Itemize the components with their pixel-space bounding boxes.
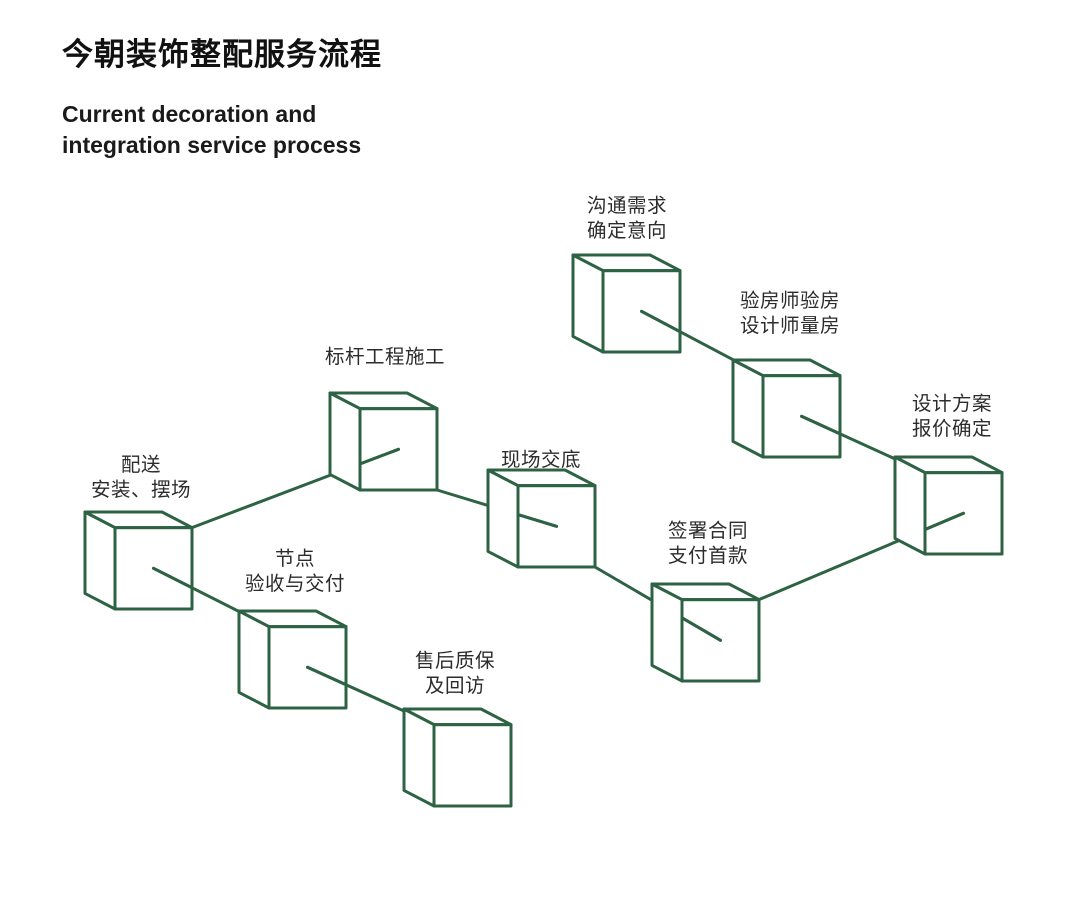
cube-step2	[731, 358, 842, 459]
page-title-english-line-1: Current decoration and	[62, 101, 317, 128]
cube-step8	[237, 609, 348, 710]
cube-front-face	[761, 374, 842, 459]
node-label-line: 售后质保	[414, 650, 496, 672]
cube-front-face	[113, 526, 194, 611]
node-label-line: 验房师验房	[739, 290, 841, 312]
cube-step9	[402, 707, 513, 808]
title-block: 今朝装饰整配服务流程 Current decoration and integr…	[62, 36, 762, 160]
node-label-line: 验收与交付	[244, 572, 346, 595]
node-label-line: 设计师量房	[739, 314, 841, 337]
node-label-line: 现场交底	[500, 449, 582, 471]
node-label-line: 设计方案	[911, 393, 993, 415]
cube-step6	[328, 391, 439, 492]
cube-step4	[650, 582, 761, 683]
node-label-line: 及回访	[424, 674, 486, 697]
connector-stub-step1	[640, 309, 682, 334]
page-title-english-line-2: integration service process	[62, 131, 362, 158]
cube-step1	[571, 253, 682, 354]
node-label-line: 签署合同	[667, 520, 749, 542]
node-label-line: 配送	[120, 454, 162, 476]
node-label-step3: 设计方案报价确定	[912, 392, 992, 442]
cube-front-face	[432, 723, 513, 808]
node-label-line: 支付首款	[667, 544, 749, 567]
cube-front-face	[601, 269, 682, 354]
node-label-step4: 签署合同支付首款	[668, 519, 748, 569]
cube-step5	[486, 468, 597, 569]
connector-stub-step8	[306, 665, 348, 687]
cube-front-face	[267, 625, 348, 710]
page-title-chinese: 今朝装饰整配服务流程	[62, 37, 382, 72]
node-label-line: 标杆工程施工	[324, 346, 446, 368]
node-label-step2: 验房师验房设计师量房	[740, 289, 840, 339]
connector-stub-step7	[152, 566, 194, 590]
connector-stub-step3	[923, 511, 965, 532]
cube-shapes-layer	[83, 253, 1004, 808]
cube-front-face	[923, 471, 1004, 556]
connector-stub-step4	[680, 616, 722, 642]
node-label-line: 报价确定	[911, 417, 993, 440]
connector-lines-layer	[152, 309, 965, 727]
page-title-english: Current decoration and integration servi…	[62, 99, 422, 160]
node-label-line: 确定意向	[586, 219, 668, 242]
node-label-step9: 售后质保及回访	[415, 649, 495, 699]
cube-front-face	[680, 598, 761, 683]
node-label-step5: 现场交底	[501, 448, 581, 473]
cube-step7	[83, 510, 194, 611]
connector-stub-step6	[358, 447, 400, 466]
node-label-step6: 标杆工程施工	[325, 345, 445, 370]
cube-front-face	[516, 484, 597, 569]
node-label-step1: 沟通需求确定意向	[587, 194, 667, 244]
cube-step3	[893, 455, 1004, 556]
node-label-step7: 配送安装、摆场	[91, 453, 191, 503]
node-label-line: 安装、摆场	[90, 478, 192, 501]
node-label-line: 沟通需求	[586, 195, 668, 217]
node-label-step8: 节点验收与交付	[245, 547, 345, 597]
node-label-line: 节点	[274, 548, 316, 570]
connector-stub-step5	[516, 513, 558, 528]
connector-stub-step2	[800, 414, 842, 436]
